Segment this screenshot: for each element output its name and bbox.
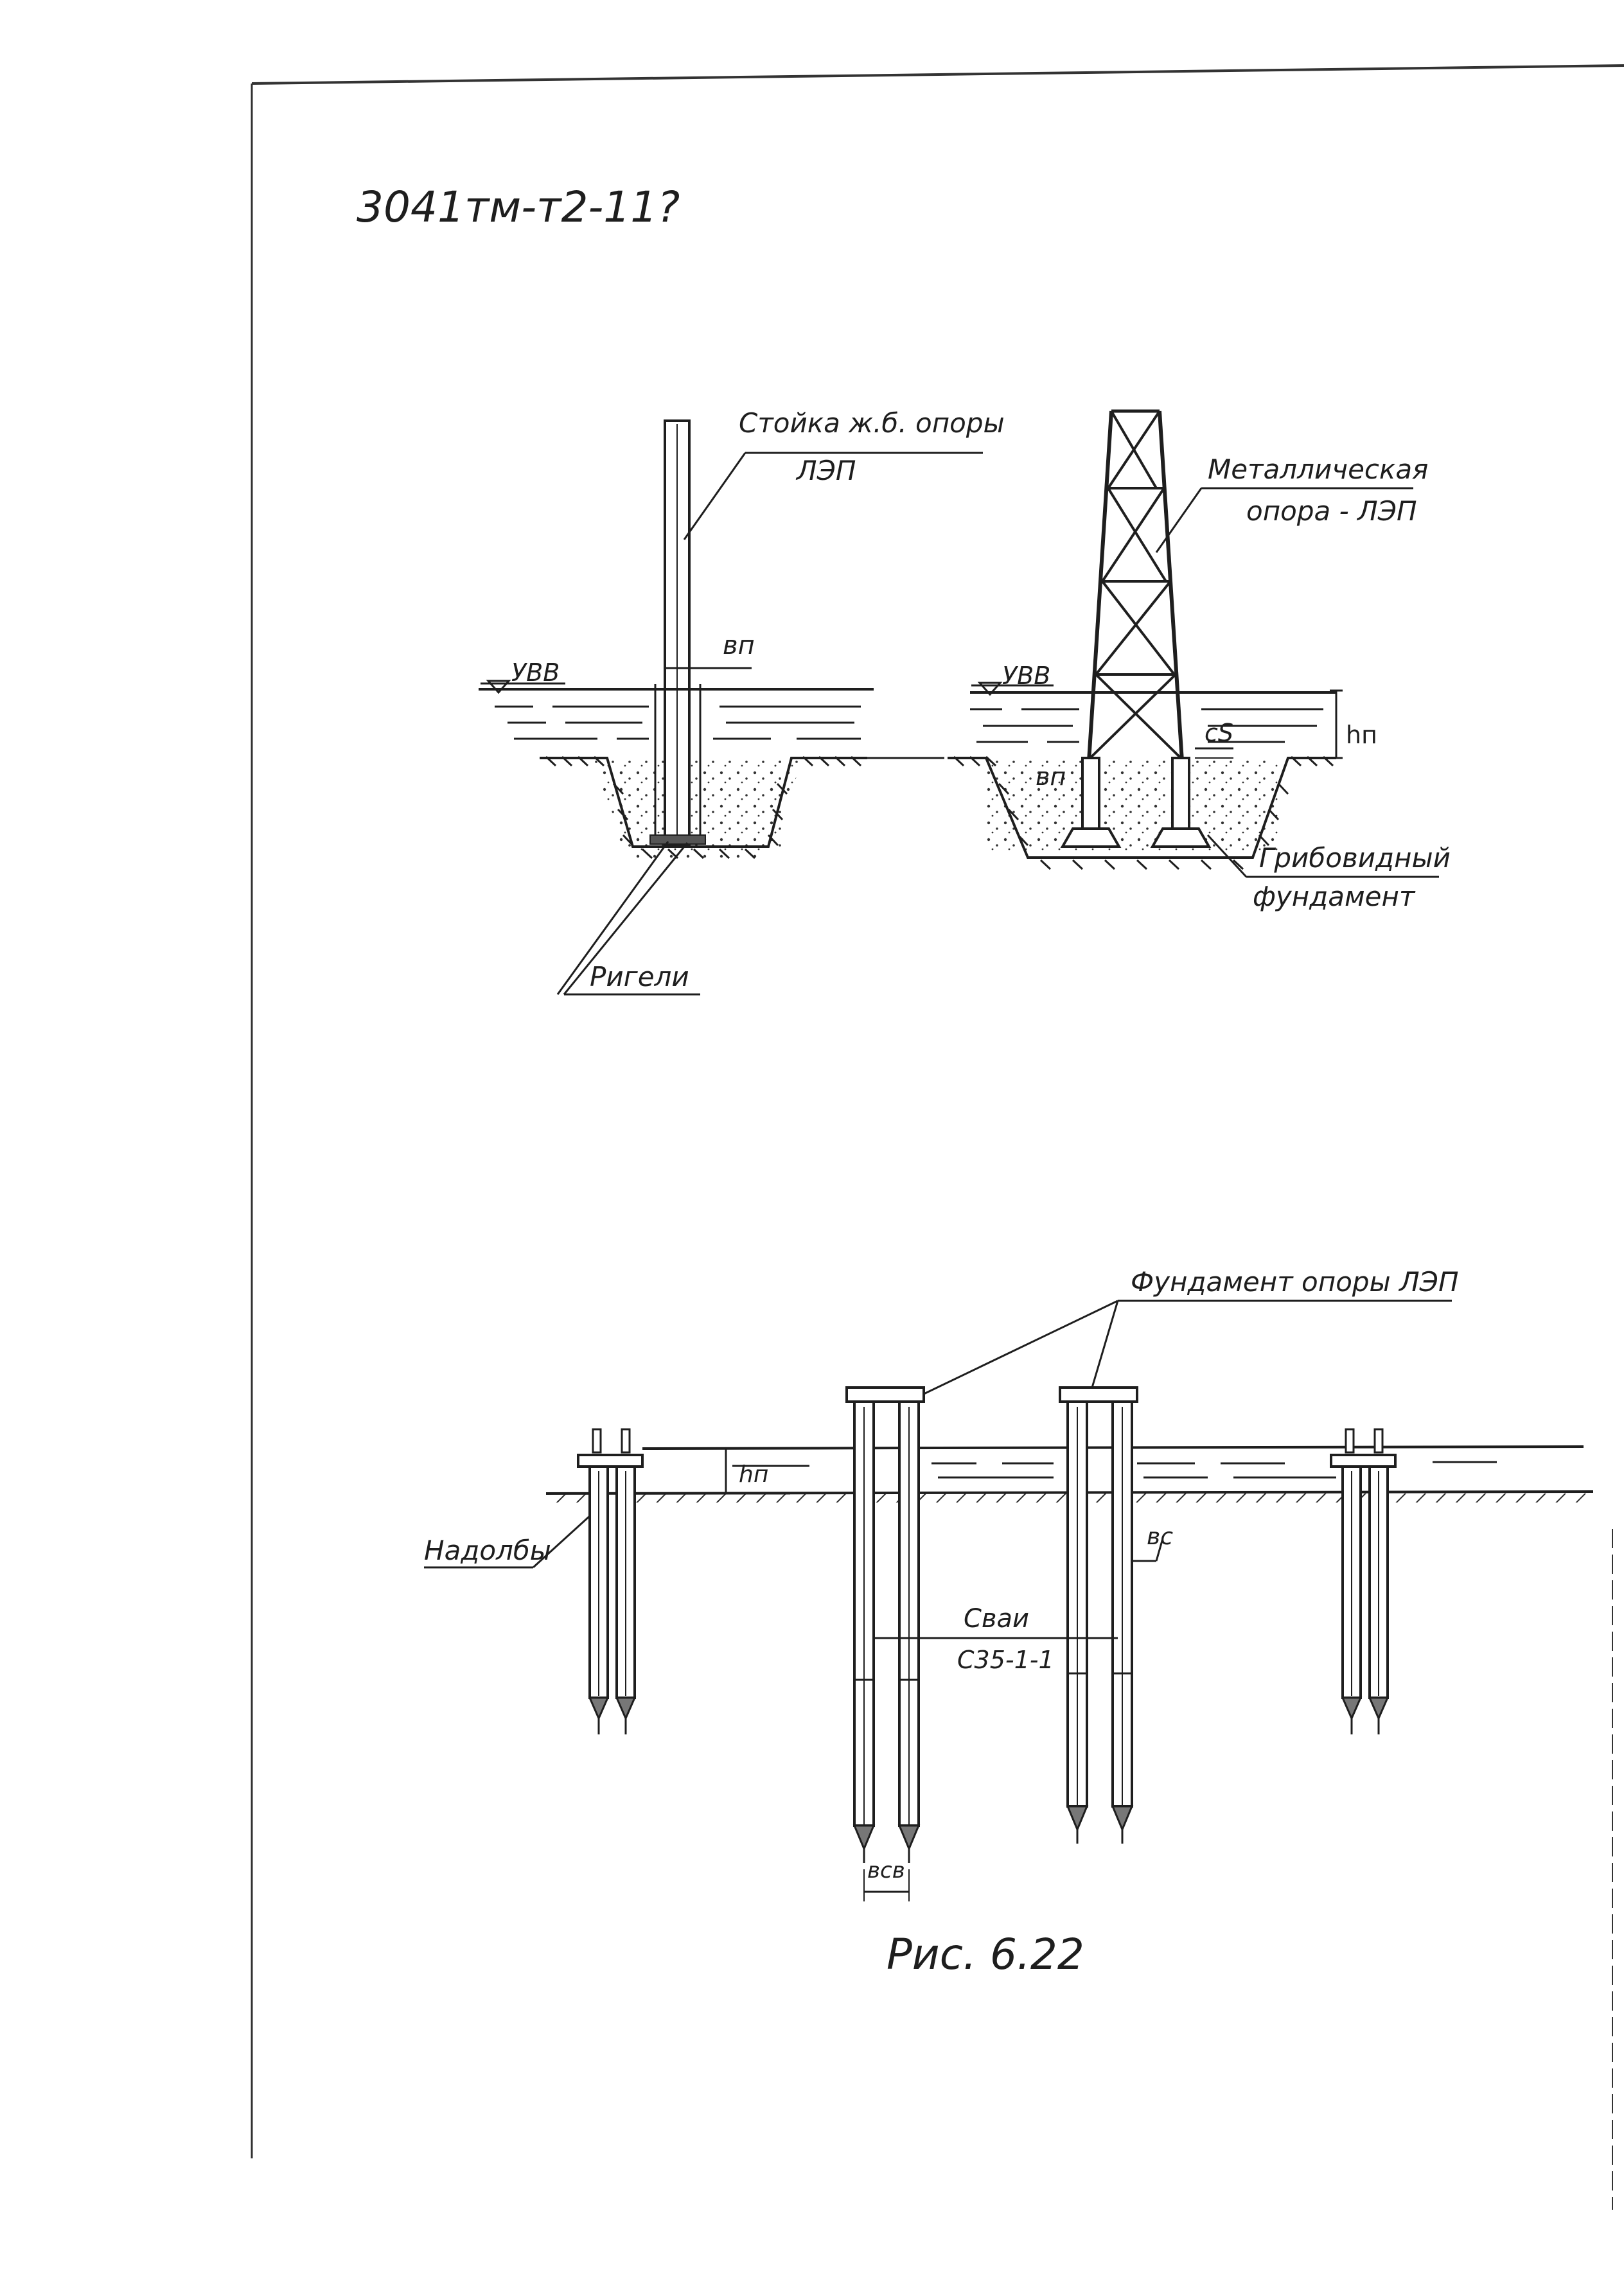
- foundation-label-line2: фундамент: [1253, 881, 1415, 912]
- foundation-post-left: [1081, 757, 1100, 830]
- foundation-post-right: [1171, 757, 1190, 830]
- foundation-foot-right: [1150, 827, 1212, 848]
- crossbar-bottom: [649, 834, 706, 845]
- ground-hatch-left: [545, 755, 862, 859]
- water-left: [479, 680, 874, 740]
- water-lower-dashes: [732, 1461, 1497, 1479]
- bollards-right: [1330, 1428, 1397, 1734]
- dim-spacing: всв: [867, 1858, 905, 1883]
- sheet-code: 3041тм-т2-11?: [357, 182, 680, 232]
- tower-lattice: [1089, 410, 1182, 759]
- level-mark-left: [486, 680, 511, 694]
- ground-hatch-right: [953, 755, 1334, 870]
- foundation-label-line1: Грибовидный: [1259, 842, 1451, 874]
- pile-group-left: [845, 1386, 925, 1901]
- foundation-lower-label: Фундамент опоры ЛЭП: [1131, 1266, 1459, 1298]
- foundation-foot-left: [1060, 827, 1122, 848]
- rc-pole-label-line2: ЛЭП: [797, 455, 856, 486]
- sheet-frame: [251, 64, 1624, 2210]
- bollards-left: [577, 1428, 644, 1734]
- water-level-right-label: УВВ: [1002, 662, 1051, 690]
- dim-clearance: cS: [1205, 719, 1234, 747]
- pit-contour-right: [948, 757, 1336, 859]
- dim-pile: вс: [1147, 1524, 1174, 1550]
- piles-label-line2: С35-1-1: [957, 1646, 1054, 1674]
- figure-caption: Рис. 6.22: [887, 1930, 1084, 1979]
- rc-pole-label-line1: Стойка ж.б. опоры: [739, 407, 1005, 439]
- level-mark-right: [977, 682, 1003, 696]
- metal-tower-label-line2: опора - ЛЭП: [1246, 495, 1417, 527]
- rc-pole-assembly: [540, 419, 983, 996]
- metal-tower-assembly: [948, 409, 1439, 878]
- metal-tower-label-line1: Металлическая: [1208, 454, 1429, 485]
- bollards-label: Надолбы: [424, 1535, 551, 1566]
- dim-width-right: вп: [1036, 762, 1066, 791]
- dim-width-left: вп: [723, 631, 755, 660]
- crossbars-label: Ригели: [590, 961, 689, 992]
- pile-group-right: [1059, 1386, 1164, 1844]
- dim-height-lower: hп: [739, 1461, 769, 1488]
- water-right: [970, 682, 1336, 743]
- water-level-left-label: УВВ: [511, 658, 560, 687]
- piles-label-line1: Сваи: [964, 1604, 1030, 1634]
- lower-section: [424, 1300, 1594, 1901]
- pit-backfill-right: [983, 758, 1278, 854]
- dim-height-upper: hп: [1346, 721, 1377, 749]
